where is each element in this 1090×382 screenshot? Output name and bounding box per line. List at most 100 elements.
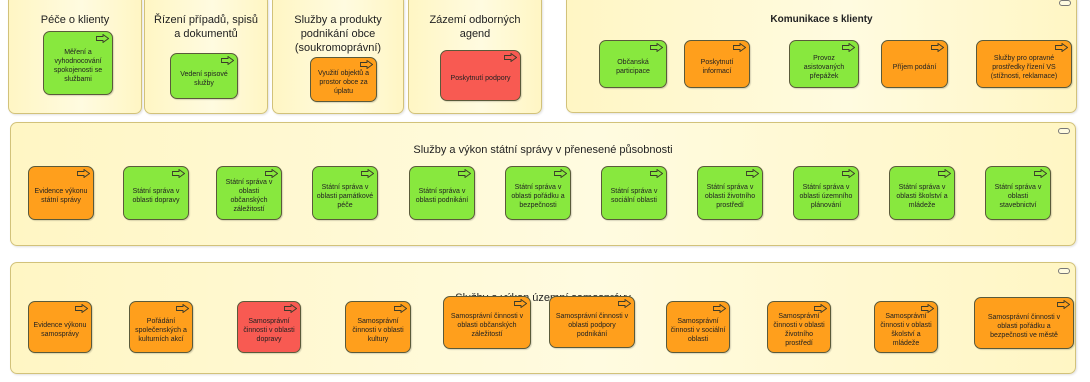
service-arrow-icon <box>514 299 527 308</box>
service-samospravni-cinnosti-v-oblasti-kultury[interactable]: Samosprávní činnosti v oblasti kultury <box>345 301 411 353</box>
service-arrow-icon <box>221 56 234 65</box>
service-label: Státní správa v oblasti školství a mláde… <box>896 183 948 209</box>
service-arrow-icon <box>713 304 726 313</box>
service-label: Evidence výkonu státní správy <box>34 188 88 204</box>
service-label: Státní správa v sociální oblasti <box>610 188 658 204</box>
service-arrow-icon <box>77 169 90 178</box>
collapse-icon[interactable] <box>1058 128 1070 134</box>
service-sluzby-pro-opravne-prostredky-rizeni-vs-[interactable]: Služby pro opravné prostředky řízení VS … <box>976 40 1072 88</box>
service-statni-sprava-v-oblasti-pamatkove-pece[interactable]: Státní správa v oblasti památkové péče <box>312 166 378 220</box>
service-label: Státní správa v oblasti občanských zálež… <box>225 179 273 213</box>
service-arrow-icon <box>394 304 407 313</box>
service-samospravni-cinnosti-v-socialni-oblasti[interactable]: Samosprávní činnosti v sociální oblasti <box>666 301 730 353</box>
service-arrow-icon <box>1057 300 1070 309</box>
service-arrow-icon <box>921 304 934 313</box>
service-poskytnuti-podpory[interactable]: Poskytnutí podpory <box>440 50 521 101</box>
service-poskytnuti-informaci[interactable]: Poskytnutí informací <box>684 40 750 88</box>
service-arrow-icon <box>733 43 746 52</box>
service-label: Samosprávní činnosti v oblasti školství … <box>880 313 932 347</box>
service-arrow-icon <box>284 304 297 313</box>
service-samospravni-cinnosti-v-oblasti-podpory-p[interactable]: Samosprávní činnosti v oblasti podpory p… <box>549 296 635 348</box>
service-statni-sprava-v-oblasti-dopravy[interactable]: Státní správa v oblasti dopravy <box>123 166 189 220</box>
service-label: Samosprávní činnosti v oblasti pořádku a… <box>987 313 1061 339</box>
service-arrow-icon <box>938 169 951 178</box>
service-statni-sprava-v-oblasti-zivotniho-prostr[interactable]: Státní správa v oblasti životního prostř… <box>697 166 763 220</box>
group-title: Služby a produkty podnikání obce (soukro… <box>294 14 382 54</box>
service-label: Samosprávní činnosti v oblasti životního… <box>773 313 825 347</box>
service-statni-sprava-v-oblasti-obcanskych-zalez[interactable]: Státní správa v oblasti občanských zálež… <box>216 166 282 220</box>
service-label: Samosprávní činnosti v oblasti občanskýc… <box>450 313 524 338</box>
service-arrow-icon <box>842 43 855 52</box>
group-title: Služby a výkon státní správy v přenesené… <box>413 144 673 156</box>
service-arrow-icon <box>75 304 88 313</box>
group-sluzby-a-vykon-statni-spravy-v-prenesene: Služby a výkon státní správy v přenesené… <box>10 122 1076 246</box>
service-label: Samosprávní činnosti v sociální oblasti <box>670 317 726 343</box>
group-title: Péče o klienty <box>40 14 110 26</box>
service-label: Samosprávní činnosti v oblasti podpory p… <box>555 312 629 338</box>
service-statni-sprava-v-oblasti-stavebnictvi[interactable]: Státní správa v oblasti stavebnictví <box>985 166 1051 220</box>
service-label: Poskytnutí podpory <box>450 75 511 82</box>
service-label: Poskytnutí informací <box>700 59 734 75</box>
service-label: Vedení spisové služby <box>180 71 228 87</box>
service-label: Evidence výkonu samosprávy <box>33 322 87 338</box>
service-arrow-icon <box>650 169 663 178</box>
service-statni-sprava-v-oblasti-podnikani[interactable]: Státní správa v oblasti podnikání <box>409 166 475 220</box>
service-arrow-icon <box>554 169 567 178</box>
service-arrow-icon <box>1055 43 1068 52</box>
service-evidence-vykonu-samospravy[interactable]: Evidence výkonu samosprávy <box>28 301 92 353</box>
service-label: Samosprávní činnosti v oblasti kultury <box>352 317 404 343</box>
service-label: Provoz asistovaných přepážek <box>803 54 845 80</box>
service-label: Služby pro opravné prostředky řízení VS … <box>990 54 1058 80</box>
service-arrow-icon <box>96 34 109 43</box>
service-obcanska-participace[interactable]: Občanská participace <box>599 40 667 88</box>
service-arrow-icon <box>360 60 373 69</box>
service-arrow-icon <box>172 169 185 178</box>
service-arrow-icon <box>176 304 189 313</box>
service-arrow-icon <box>746 169 759 178</box>
service-vedeni-spisove-sluzby[interactable]: Vedení spisové služby <box>170 53 238 99</box>
service-evidence-vykonu-statni-spravy[interactable]: Evidence výkonu státní správy <box>28 166 94 220</box>
service-poradani-spolecenskych-a-kulturnich-akci[interactable]: Pořádání společenských a kulturních akcí <box>129 301 193 353</box>
service-arrow-icon <box>504 53 517 62</box>
service-prijem-podani[interactable]: Příjem podání <box>881 40 948 88</box>
group-title: Komunikace s klienty <box>770 14 873 25</box>
service-arrow-icon <box>265 169 278 178</box>
collapse-icon[interactable] <box>1058 268 1070 274</box>
service-label: Měření a vyhodnocování spokojenosti se s… <box>53 49 103 83</box>
service-samospravni-cinnosti-v-oblasti-skolstvi-[interactable]: Samosprávní činnosti v oblasti školství … <box>874 301 938 353</box>
service-samospravni-cinnosti-v-oblasti-dopravy[interactable]: Samosprávní činnosti v oblasti dopravy <box>237 301 301 353</box>
service-arrow-icon <box>814 304 827 313</box>
service-provoz-asistovanych-prepazek[interactable]: Provoz asistovaných přepážek <box>789 40 859 88</box>
service-label: Státní správa v oblasti životního prostř… <box>704 183 756 209</box>
service-label: Příjem podání <box>892 63 937 71</box>
service-vyuziti-objektu-a-prostor-obce-za-uplatu[interactable]: Využití objektů a prostor obce za úplatu <box>310 57 377 102</box>
service-label: Státní správa v oblasti stavebnictví <box>994 183 1042 209</box>
service-label: Občanská participace <box>616 59 650 75</box>
service-samospravni-cinnosti-v-oblasti-zivotniho[interactable]: Samosprávní činnosti v oblasti životního… <box>767 301 831 353</box>
service-arrow-icon <box>650 43 663 52</box>
service-label: Pořádání společenských a kulturních akcí <box>135 317 187 343</box>
service-samospravni-cinnosti-v-oblasti-poradku-a[interactable]: Samosprávní činnosti v oblasti pořádku a… <box>974 297 1074 349</box>
service-arrow-icon <box>1034 169 1047 178</box>
service-arrow-icon <box>361 169 374 178</box>
service-label: Využití objektů a prostor obce za úplatu <box>317 70 370 95</box>
collapse-icon[interactable] <box>1059 0 1071 6</box>
service-label: Samosprávní činnosti v oblasti dopravy <box>243 317 295 343</box>
service-arrow-icon <box>618 299 631 308</box>
service-label: Státní správa v oblasti památkové péče <box>316 183 374 209</box>
service-statni-sprava-v-oblasti-uzemniho-planova[interactable]: Státní správa v oblasti územního plánová… <box>793 166 859 220</box>
group-title: Zázemí odborných agend <box>429 14 521 40</box>
service-label: Státní správa v oblasti územního plánová… <box>799 183 853 209</box>
service-statni-sprava-v-oblasti-poradku-a-bezpec[interactable]: Státní správa v oblasti pořádku a bezpeč… <box>505 166 571 220</box>
service-samospravni-cinnosti-v-oblasti-obcanskyc[interactable]: Samosprávní činnosti v oblasti občanskýc… <box>443 296 531 349</box>
group-sluzby-a-produkty-podnikani-obce-soukrom: Služby a produkty podnikání obce (soukro… <box>272 0 404 114</box>
service-statni-sprava-v-socialni-oblasti[interactable]: Státní správa v sociální oblasti <box>601 166 667 220</box>
service-label: Státní správa v oblasti pořádku a bezpeč… <box>511 183 565 209</box>
service-statni-sprava-v-oblasti-skolstvi-a-mlade[interactable]: Státní správa v oblasti školství a mláde… <box>889 166 955 220</box>
service-mereni-a-vyhodnocovani-spokojenosti-se-s[interactable]: Měření a vyhodnocování spokojenosti se s… <box>43 31 113 95</box>
